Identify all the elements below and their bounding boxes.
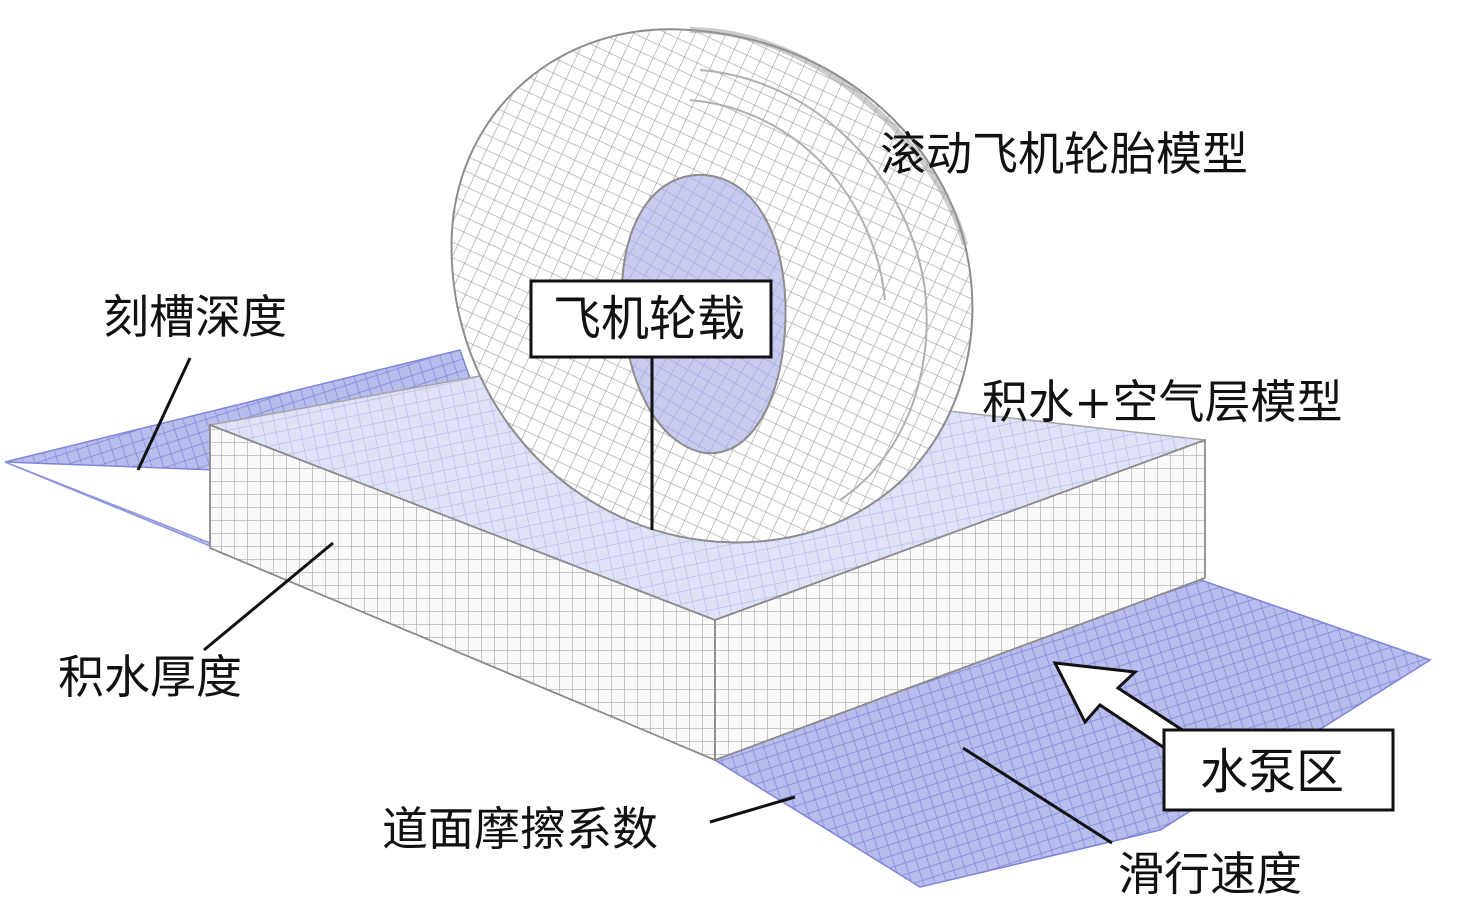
label-taxiing-speed: 滑行速度 (1118, 847, 1302, 901)
label-rolling-tire-model: 滚动飞机轮胎模型 (880, 127, 1248, 181)
label-water-air-layer-model: 积水+空气层模型 (982, 375, 1343, 429)
leader-taxiing-speed (962, 746, 1113, 845)
water-pump-frame (1162, 728, 1395, 812)
label-groove-depth: 刻槽深度 (103, 290, 287, 344)
label-water-pump-zone: 水泵区 (1200, 744, 1344, 800)
label-aircraft-wheel-load: 飞机轮载 (553, 291, 745, 347)
wheel-load-frame (529, 279, 773, 359)
label-water-film-thickness: 积水厚度 (58, 650, 242, 704)
leader-water-thickness (203, 541, 334, 652)
leader-groove-depth (136, 357, 192, 471)
water-block-right-face (714, 438, 1206, 762)
label-pavement-friction: 道面摩擦系数 (382, 802, 658, 856)
leader-friction (709, 795, 796, 824)
